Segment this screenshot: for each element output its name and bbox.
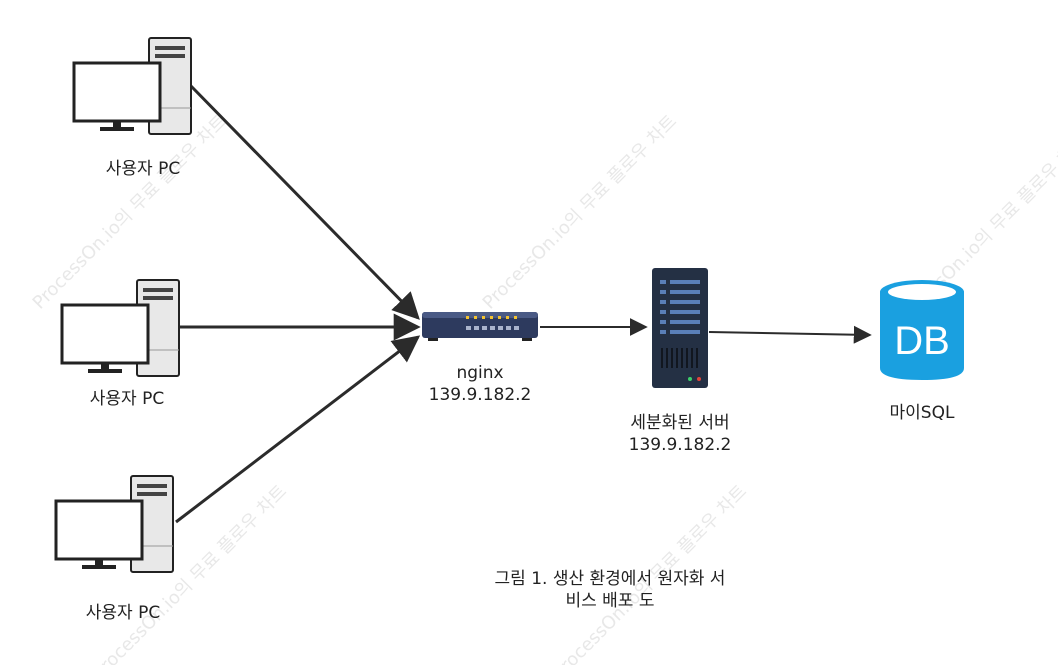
watermark-text: ProcessOn.io의 무료 플로우 차트: [29, 111, 231, 313]
edge-client3-nginx: [175, 335, 421, 524]
nginx-ip: 139.9.182.2: [428, 385, 532, 405]
client-3-label: 사용자 PC: [85, 603, 161, 623]
server-ip: 139.9.182.2: [628, 435, 732, 455]
caption-line-1: 그림 1. 생산 환경에서 원자화 서: [494, 569, 726, 589]
watermark-text: ProcessOn.io의 무료 플로우 차트: [479, 111, 681, 313]
client-2-label: 사용자 PC: [89, 389, 165, 409]
server-icon: [652, 268, 708, 388]
database-label: 마이SQL: [889, 403, 955, 423]
edge-server-db: [708, 325, 872, 344]
pc-icon: [60, 279, 180, 377]
edge-client1-nginx: [188, 83, 420, 320]
db-icon-text: DB: [894, 319, 950, 363]
client-1-label: 사용자 PC: [105, 159, 181, 179]
database-icon: DB: [880, 280, 964, 380]
caption-line-2: 비스 배포 도: [565, 591, 655, 611]
nginx-label: nginx: [456, 363, 504, 383]
pc-icon: [54, 475, 174, 573]
pc-icon: [72, 37, 192, 135]
edges: [175, 83, 872, 524]
switch-icon: [422, 312, 538, 341]
server-label: 세분화된 서버: [630, 413, 730, 433]
